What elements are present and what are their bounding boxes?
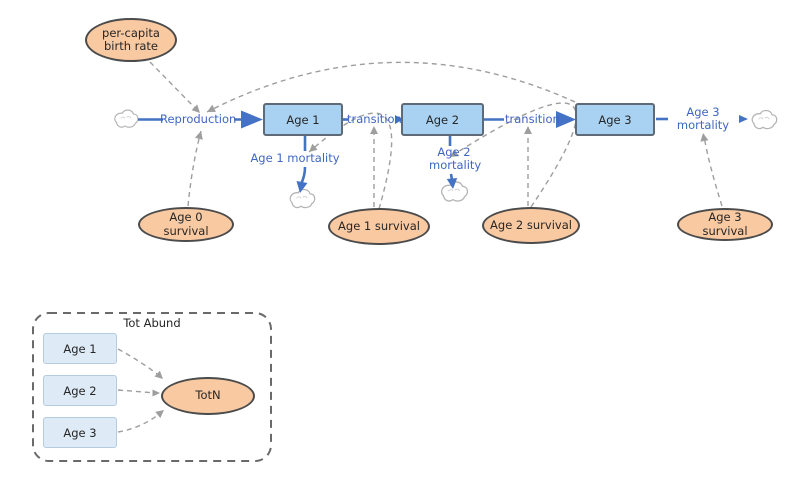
link-ghost-age3-to-totn[interactable] bbox=[117, 410, 164, 433]
flow-reproduction-pipe[interactable] bbox=[138, 110, 263, 129]
stock-age-1[interactable]: Age 1 bbox=[263, 103, 343, 136]
link-birth-rate-to-reproduction[interactable] bbox=[149, 61, 200, 113]
variable-label: Age 0 survival bbox=[163, 210, 209, 238]
variable-label: per-capita birth rate bbox=[102, 25, 160, 53]
link-age2-survival-to-transition2[interactable] bbox=[524, 126, 532, 206]
stock-age-3[interactable]: Age 3 bbox=[575, 103, 655, 136]
flow-age2-mortality-pipe[interactable] bbox=[446, 135, 458, 189]
link-ghost-age2-to-totn[interactable] bbox=[117, 389, 160, 397]
flow-age1-mortality-pipe[interactable] bbox=[296, 135, 308, 193]
flow-age3-mortality-pipe[interactable] bbox=[656, 115, 748, 123]
flow-transition2-pipe[interactable] bbox=[484, 111, 576, 128]
group-title: Tot Abund bbox=[123, 316, 181, 330]
link-age0-survival-to-reproduction[interactable] bbox=[187, 130, 203, 207]
tot-abund-group-border[interactable] bbox=[32, 312, 272, 462]
flow-label-reproduction[interactable]: Reproduction bbox=[160, 112, 237, 126]
cloud-source-icon bbox=[114, 109, 139, 128]
stock-label: Age 2 bbox=[425, 112, 460, 127]
link-ghost-age1-to-totn[interactable] bbox=[117, 348, 163, 379]
flow-label-age1-mortality[interactable]: Age 1 mortality bbox=[250, 151, 340, 165]
variable-totn[interactable]: TotN bbox=[161, 377, 255, 415]
variable-label: TotN bbox=[195, 388, 221, 403]
variable-label: Age 1 survival bbox=[338, 218, 420, 233]
flow-label-age3-mortality[interactable]: Age 3 mortality bbox=[676, 105, 730, 132]
cloud-sink-age3-icon bbox=[751, 109, 778, 130]
variable-age3-survival[interactable]: Age 3 survival bbox=[677, 208, 773, 241]
link-age1-survival-to-age1-mortality[interactable] bbox=[308, 112, 393, 210]
stock-label: Age 1 bbox=[286, 112, 320, 127]
variable-age2-survival[interactable]: Age 2 survival bbox=[482, 207, 580, 244]
stock-age-2[interactable]: Age 2 bbox=[401, 103, 484, 136]
tot-abund-group[interactable]: Tot Abund Age 1 Age 2 Age 3 TotN bbox=[32, 312, 272, 462]
ghost-stock-age-1[interactable]: Age 1 bbox=[43, 333, 117, 364]
ghost-stock-age-3[interactable]: Age 3 bbox=[43, 417, 117, 448]
stock-label: Age 3 bbox=[598, 112, 632, 127]
flow-label-transition-2[interactable]: transition bbox=[505, 112, 560, 126]
ghost-stock-label: Age 2 bbox=[63, 383, 97, 398]
variable-label: Age 2 survival bbox=[490, 217, 572, 232]
ghost-stock-label: Age 1 bbox=[63, 341, 97, 356]
flow-label-age2-mortality[interactable]: Age 2 mortality bbox=[429, 145, 482, 172]
link-age3-to-reproduction-arc[interactable] bbox=[206, 61, 576, 113]
link-age2-survival-to-age2-mortality[interactable] bbox=[449, 102, 578, 208]
link-age3-survival-to-age3-mortality[interactable] bbox=[700, 133, 723, 207]
link-age1-survival-to-transition1[interactable] bbox=[370, 126, 378, 207]
cloud-sink-age1-icon bbox=[289, 188, 316, 209]
variable-age1-survival[interactable]: Age 1 survival bbox=[328, 208, 430, 245]
flow-transition1-pipe[interactable] bbox=[343, 115, 403, 124]
ghost-stock-age-2[interactable]: Age 2 bbox=[43, 375, 117, 406]
variable-per-capita-birth-rate[interactable]: per-capita birth rate bbox=[85, 18, 177, 62]
variable-label: Age 3 survival bbox=[702, 210, 748, 238]
ghost-stock-label: Age 3 bbox=[63, 425, 97, 440]
flow-label-transition-1[interactable]: transition bbox=[347, 112, 402, 126]
variable-age0-survival[interactable]: Age 0 survival bbox=[138, 207, 234, 242]
